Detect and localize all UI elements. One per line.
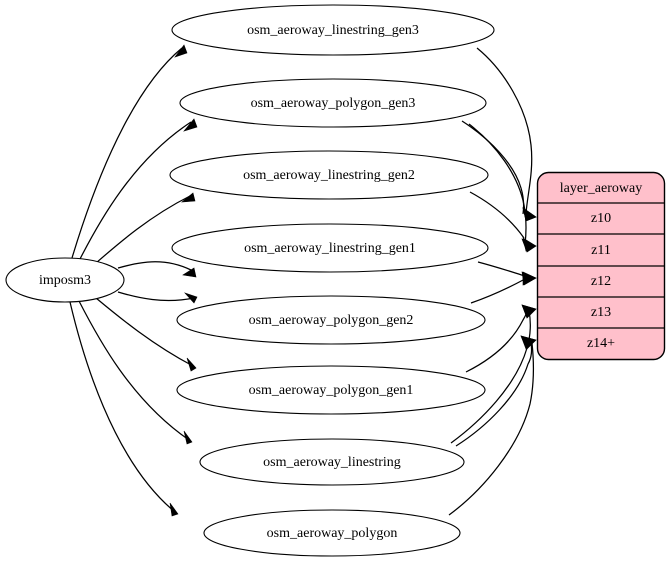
node-label-polygon: osm_aeroway_polygon bbox=[267, 526, 398, 541]
arrowhead-imposm3-to-polygon-gen1 bbox=[186, 357, 197, 372]
layer-aeroway-header-label: layer_aeroway bbox=[560, 181, 642, 196]
node-label-linestring-gen1: osm_aeroway_linestring_gen1 bbox=[244, 241, 416, 256]
edge-imposm3-to-linestring-gen1 bbox=[117, 261, 192, 271]
edge-linestring-to-z14 bbox=[455, 341, 533, 447]
edge-imposm3-to-linestring-gen2 bbox=[95, 195, 191, 264]
layer-aeroway-row-label-z12: z12 bbox=[591, 274, 611, 289]
arrowhead-imposm3-to-linestring-gen2 bbox=[181, 192, 196, 203]
node-label-linestring: osm_aeroway_linestring bbox=[263, 455, 401, 470]
node-layer-aeroway-table[interactable]: layer_aeroway z10 z11 z12 z13 z14+ bbox=[536, 171, 666, 361]
node-label-polygon-gen1: osm_aeroway_polygon_gen1 bbox=[249, 383, 414, 398]
node-label-linestring-gen3: osm_aeroway_linestring_gen3 bbox=[247, 23, 419, 38]
edge-imposm3-to-polygon-gen2 bbox=[117, 291, 195, 302]
arrowhead-imposm3-to-linestring-gen1 bbox=[182, 267, 197, 278]
ellipse-shape-polygon[interactable] bbox=[203, 509, 461, 557]
arrowhead-imposm3-to-polygon-gen3 bbox=[183, 118, 198, 132]
node-osm_aeroway_polygon[interactable]: osm_aeroway_polygon bbox=[203, 509, 461, 557]
layer-aeroway-row-label-z14: z14+ bbox=[587, 336, 615, 351]
node-osm_aeroway_linestring_gen1[interactable]: osm_aeroway_linestring_gen1 bbox=[171, 223, 489, 273]
edge-linestring-gen3-to-z10 bbox=[476, 47, 533, 215]
edge-polygon-to-z14 bbox=[448, 342, 534, 516]
edge-imposm3-to-linestring bbox=[78, 300, 190, 441]
node-osm_aeroway_linestring_gen3[interactable]: osm_aeroway_linestring_gen3 bbox=[171, 4, 495, 56]
node-label-linestring-gen2: osm_aeroway_linestring_gen2 bbox=[243, 168, 415, 183]
node-label-polygon-gen3: osm_aeroway_polygon_gen3 bbox=[251, 96, 416, 111]
ellipse-shape-linestring-gen2[interactable] bbox=[169, 150, 489, 200]
edge-linestring-gen2-to-z11 bbox=[469, 191, 525, 239]
node-osm_aeroway_polygon_gen1[interactable]: osm_aeroway_polygon_gen1 bbox=[176, 365, 486, 415]
arrowhead-imposm3-to-polygon bbox=[169, 502, 179, 517]
arrowhead-linestring-to-z13-b bbox=[521, 304, 537, 319]
ellipse-shape-polygon-gen3[interactable] bbox=[179, 78, 487, 128]
edge-polygon-gen2-to-z12 bbox=[470, 278, 526, 304]
ellipse-shape-polygon-gen2[interactable] bbox=[176, 295, 486, 345]
imposm3-label: imposm3 bbox=[39, 273, 91, 288]
arrowhead-polygon-gen3-to-z10-b bbox=[522, 207, 537, 222]
ellipse-shape-linestring-gen3[interactable] bbox=[171, 4, 495, 56]
layer-aeroway-row-label-z10: z10 bbox=[591, 211, 611, 226]
ellipse-shape-linestring[interactable] bbox=[199, 438, 465, 486]
imposm3-ellipse-shape[interactable] bbox=[5, 257, 125, 303]
edge-linestring-gen1-to-z12 bbox=[477, 261, 526, 277]
node-imposm3[interactable]: imposm3 bbox=[5, 257, 125, 303]
ellipse-shape-polygon-gen1[interactable] bbox=[176, 365, 486, 415]
edge-group-source-to-tables bbox=[69, 44, 198, 517]
arrowhead-polygon-to-z14 bbox=[520, 335, 537, 350]
node-osm_aeroway_polygon_gen2[interactable]: osm_aeroway_polygon_gen2 bbox=[176, 295, 486, 345]
node-label-polygon-gen2: osm_aeroway_polygon_gen2 bbox=[249, 313, 414, 328]
edge-imposm3-to-polygon-gen1 bbox=[95, 297, 194, 367]
arrowhead-imposm3-to-linestring-gen3 bbox=[174, 44, 188, 58]
layer-aeroway-row-label-z13: z13 bbox=[591, 305, 611, 320]
edge-group-tables-to-layer bbox=[448, 47, 537, 516]
edge-linestring-to-z13 bbox=[450, 310, 531, 444]
arrowhead-linestring-gen2-to-z11 bbox=[521, 238, 537, 253]
node-osm_aeroway_linestring[interactable]: osm_aeroway_linestring bbox=[199, 438, 465, 486]
arrowhead-imposm3-to-polygon-gen2 bbox=[184, 292, 198, 304]
edge-imposm3-to-polygon-gen3 bbox=[79, 121, 192, 260]
layer-aeroway-row-label-z11: z11 bbox=[591, 243, 611, 258]
ellipse-shape-linestring-gen1[interactable] bbox=[171, 223, 489, 273]
edge-imposm3-to-linestring-gen3 bbox=[71, 47, 183, 259]
node-osm_aeroway_linestring_gen2[interactable]: osm_aeroway_linestring_gen2 bbox=[169, 150, 489, 200]
node-osm_aeroway_polygon_gen3[interactable]: osm_aeroway_polygon_gen3 bbox=[179, 78, 487, 128]
edge-imposm3-to-polygon bbox=[69, 301, 176, 513]
arrowhead-polygon-gen2-to-z12 bbox=[521, 271, 537, 286]
edge-polygon-gen3-to-z11 bbox=[468, 123, 527, 245]
arrowhead-imposm3-to-linestring bbox=[183, 430, 193, 445]
